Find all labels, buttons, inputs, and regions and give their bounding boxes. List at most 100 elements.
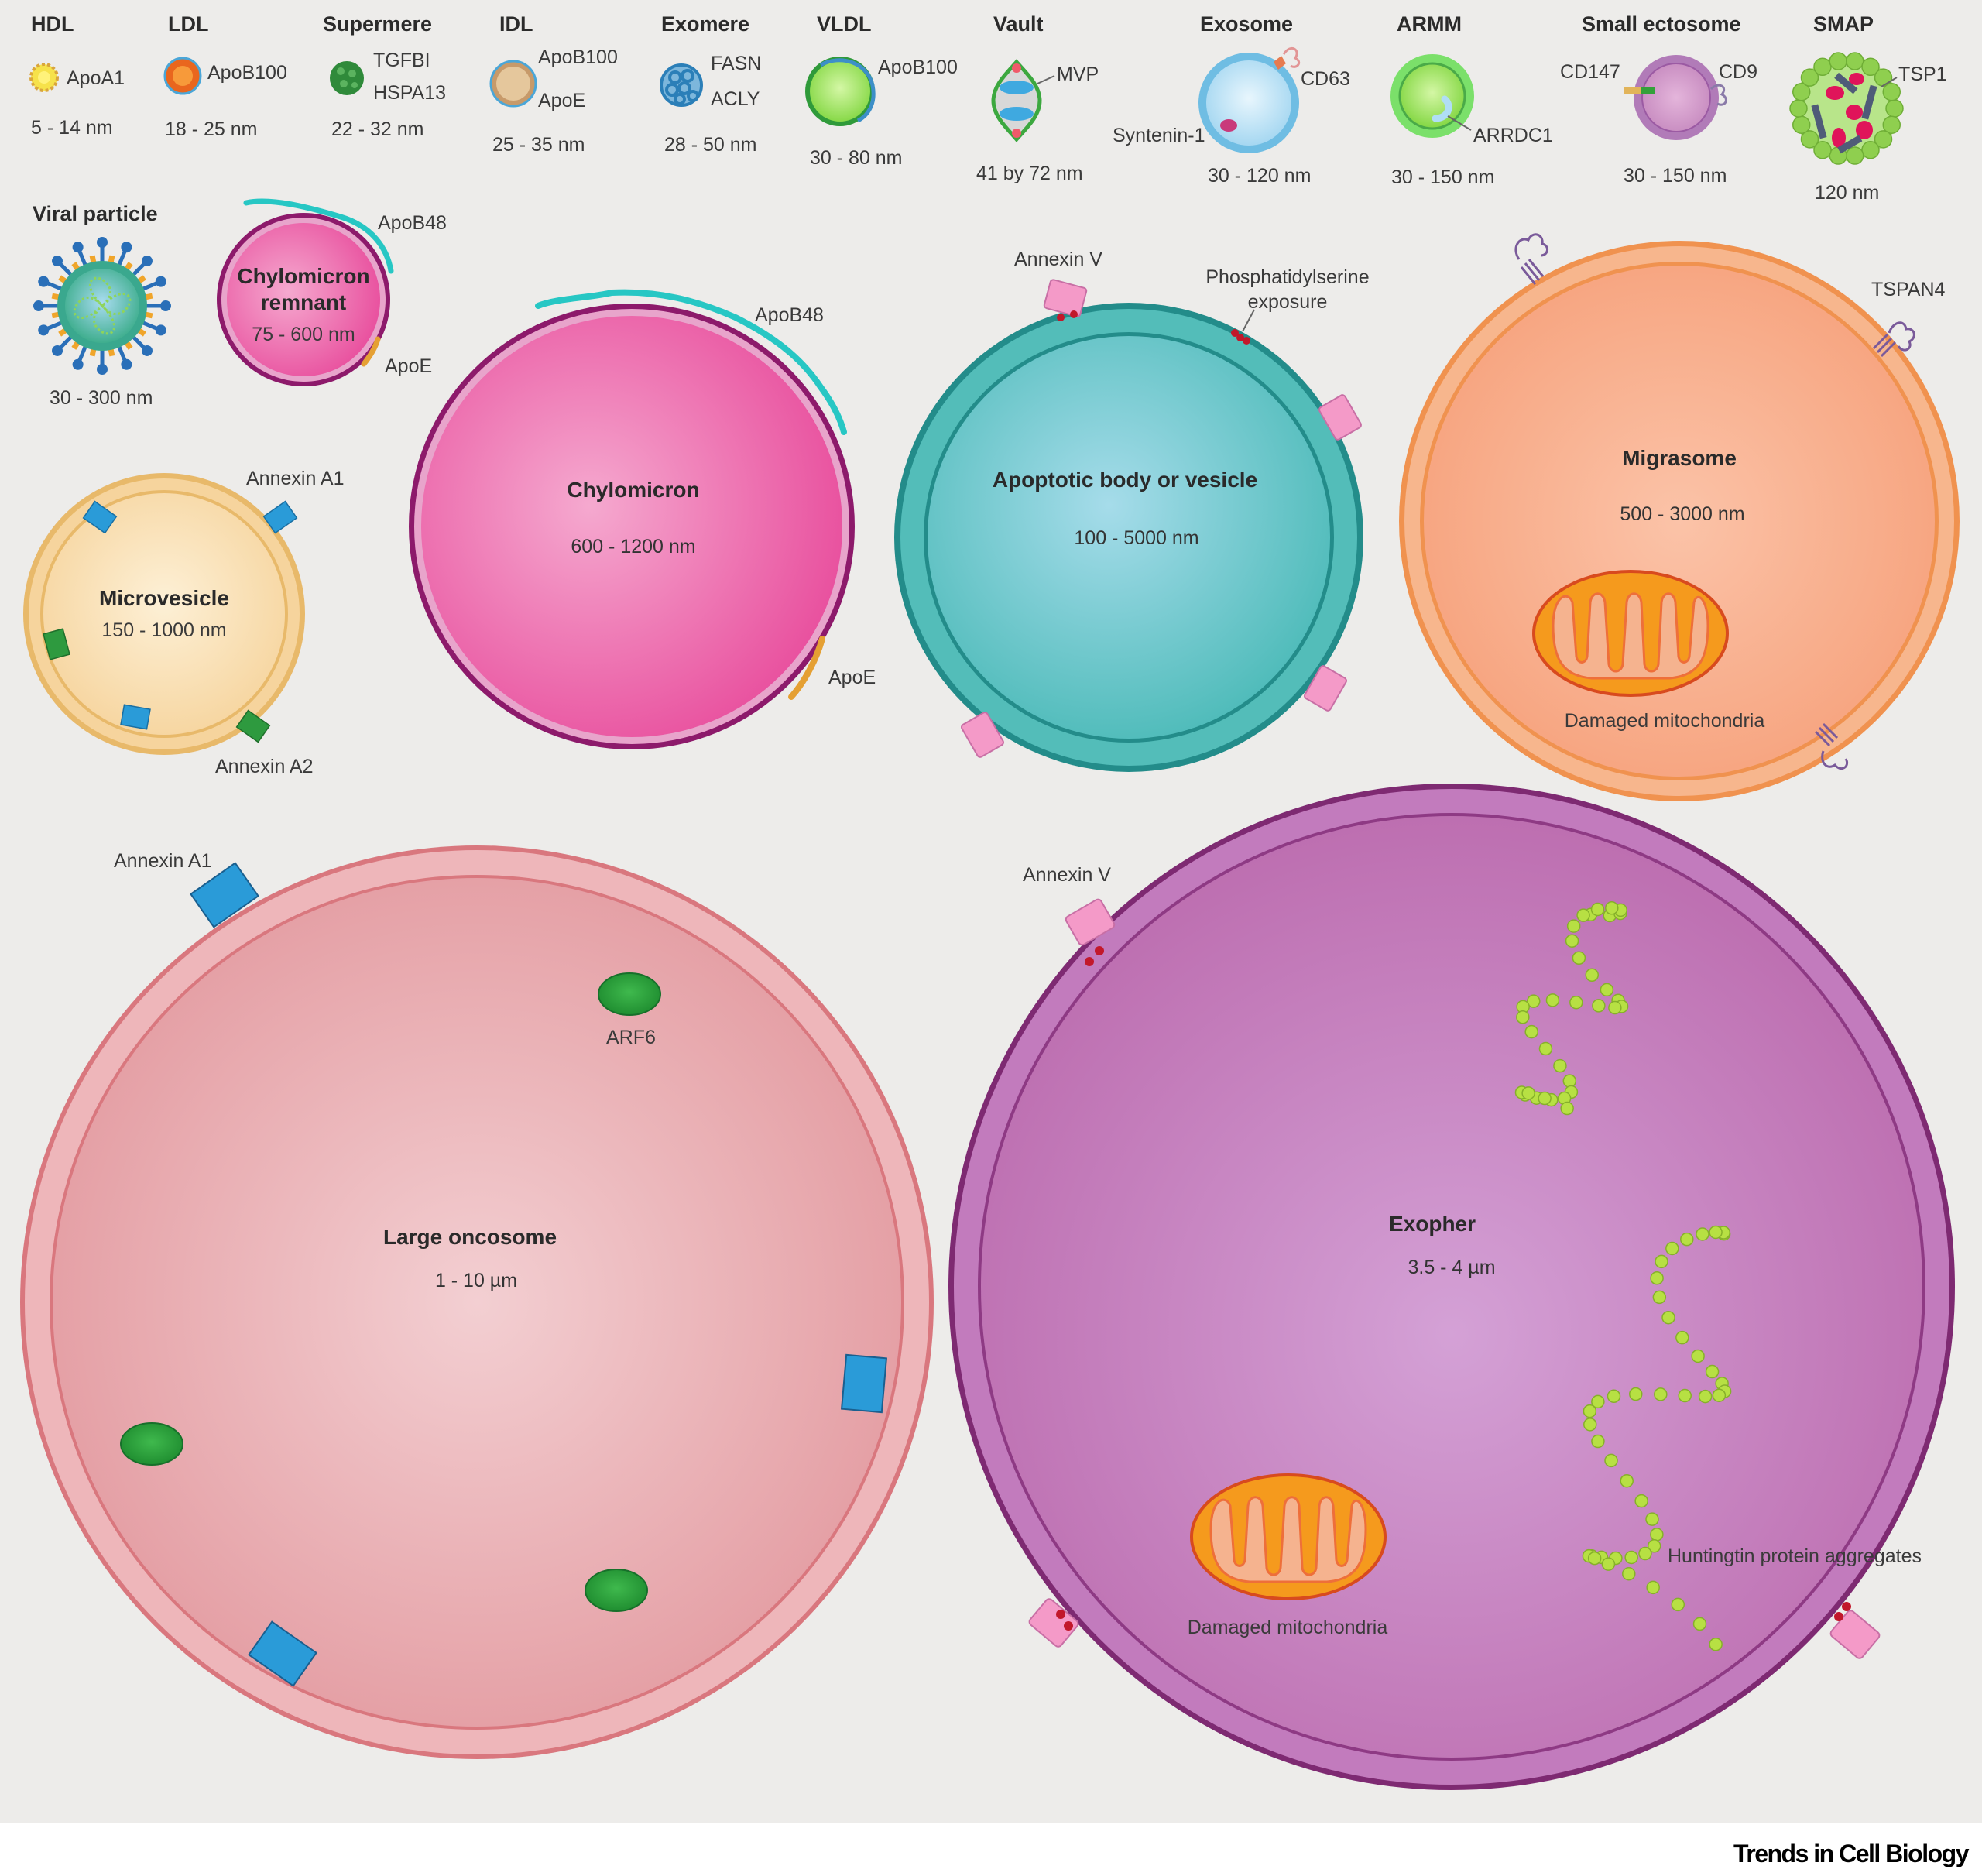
smap-bead-icon (1882, 115, 1901, 134)
huntingtin-bead-icon (1607, 1389, 1621, 1404)
smap-bead-icon (1861, 140, 1880, 159)
huntingtin-bead-icon (1652, 1290, 1667, 1305)
armm-marker: ARRDC1 (1473, 125, 1553, 146)
huntingtin-bead-icon (1538, 1091, 1552, 1106)
huntingtin-bead-icon (1675, 1330, 1689, 1345)
annexin-v-icon (1028, 898, 1881, 1659)
viral-spike-head-icon (52, 345, 63, 356)
exosome-marker-1: CD63 (1301, 68, 1350, 90)
huntingtin-bead-icon (1538, 1041, 1553, 1056)
viral-particle-size: 30 - 300 nm (50, 387, 153, 409)
smap-bead-icon (1800, 130, 1819, 149)
smap-cargo-icon (1811, 72, 1877, 154)
huntingtin-bead-icon (1553, 1058, 1567, 1073)
cd63-loop-icon (1282, 46, 1301, 68)
viral-spike-head-icon (155, 324, 166, 336)
mvp-leader-line (1037, 75, 1055, 84)
damaged-mitochondria-icon (1190, 1473, 1387, 1600)
annexin-v-icon (961, 279, 1362, 758)
huntingtin-bead-icon (1600, 983, 1614, 997)
huntingtin-bead-icon (1572, 951, 1586, 965)
apoptotic-size: 100 - 5000 nm (1074, 527, 1198, 549)
huntingtin-bead-icon (1665, 1241, 1679, 1256)
migrasome-cargo: Damaged mitochondria (1565, 710, 1765, 732)
chylomicron-remnant-marker-1: ApoB48 (378, 212, 447, 234)
huntingtin-bead-icon (1647, 1539, 1661, 1553)
smap-bead-icon (1800, 68, 1819, 87)
exopher-core (981, 816, 1922, 1758)
supermere-marker-2: HSPA13 (373, 82, 446, 104)
huntingtin-bead-icon (1671, 1597, 1685, 1612)
huntingtin-bead-icon (1591, 1394, 1605, 1409)
huntingtin-bead-icon (1661, 1310, 1675, 1325)
hdl-size: 5 - 14 nm (31, 117, 113, 139)
smap-marker: TSP1 (1898, 63, 1947, 85)
chylomicron-remnant-size: 75 - 600 nm (252, 324, 355, 345)
viral-spike-head-icon (121, 242, 132, 253)
exopher-title: Exopher (1389, 1212, 1476, 1236)
viral-spike-head-icon (97, 364, 108, 375)
cd147-icon (1624, 87, 1641, 94)
huntingtin-bead-icon (1545, 993, 1560, 1007)
chylomicron-remnant: Chylomicron remnant 75 - 600 nm ApoB48 A… (217, 198, 447, 386)
smap-bead-icon (1885, 99, 1904, 118)
huntingtin-bead-icon (1601, 1557, 1616, 1571)
chylomicron-core (421, 316, 842, 737)
smap-bead-icon (1846, 52, 1864, 70)
viral-spike-head-icon (141, 256, 153, 267)
apoptotic-marker-1: Annexin V (1014, 249, 1102, 270)
vault-title: Vault (993, 12, 1044, 36)
viral-spike-head-icon (121, 358, 132, 370)
huntingtin-bead-icon (1591, 1434, 1605, 1449)
viral-spike-head-icon (38, 324, 50, 336)
huntingtin-bead-icon (1587, 1551, 1602, 1566)
armm: ARMM ARRDC1 30 - 150 nm (1390, 12, 1553, 188)
exopher-marker: Annexin V (1023, 864, 1111, 886)
ldl-core-icon (173, 66, 193, 86)
smap-bead-icon (1813, 57, 1832, 77)
smap-bead-icon (1882, 83, 1901, 101)
idl-marker-1: ApoB100 (538, 46, 618, 68)
viral-spike-head-icon (38, 276, 50, 287)
cd9-icon (1709, 84, 1727, 106)
smap-bead-icon (1792, 115, 1811, 134)
huntingtin-bead-icon (1655, 1254, 1668, 1269)
exosome-marker-2: Syntenin-1 (1113, 125, 1205, 146)
annexin-a2-icon (43, 628, 271, 743)
huntingtin-bead-icon (1516, 1010, 1530, 1024)
migrasome-title: Migrasome (1622, 446, 1737, 470)
supermere-particle-icon (330, 61, 364, 95)
supermere-title: Supermere (323, 12, 432, 36)
smap: SMAP TSP1 120 nm (1789, 12, 1947, 204)
smap-bead-icon (1789, 99, 1808, 118)
microvesicle-marker-2: Annexin A2 (215, 756, 314, 777)
huntingtin-bead-icon (1624, 1550, 1638, 1565)
huntingtin-bead-icon (1646, 1580, 1660, 1595)
chylomicron-title: Chylomicron (567, 478, 699, 502)
huntingtin-bead-icon (1712, 1388, 1727, 1402)
tsp1-leader-line (1881, 77, 1898, 87)
damaged-mitochondria-icon (1532, 570, 1729, 697)
apoe-icon (788, 636, 825, 700)
exosome: Exosome CD63 Syntenin-1 30 - 120 nm (1113, 12, 1350, 187)
viral-spike-head-icon (97, 237, 108, 248)
exomere-size: 28 - 50 nm (664, 134, 757, 156)
huntingtin-bead-icon (1527, 994, 1541, 1008)
huntingtin-bead-icon (1709, 1225, 1723, 1240)
viral-spike-head-icon (33, 300, 44, 311)
smap-bead-icon (1846, 146, 1864, 165)
apoptotic-body: Apoptotic body or vesicle 100 - 5000 nm … (894, 249, 1370, 772)
huntingtin-bead-icon (1622, 1566, 1636, 1581)
armm-title: ARMM (1397, 12, 1462, 36)
vault-size: 41 by 72 nm (976, 163, 1083, 184)
huntingtin-bead-icon (1576, 908, 1590, 922)
migrasome: Migrasome 500 - 3000 nm TSPAN4 Damaged m… (1399, 233, 1960, 801)
microvesicle-size: 150 - 1000 nm (101, 619, 226, 641)
large-oncosome-title: Large oncosome (383, 1225, 557, 1249)
huntingtin-bead-icon (1650, 1271, 1664, 1285)
apoptotic-marker-2: Phosphatidylserine (1205, 266, 1369, 288)
viral-particle: Viral particle 30 - 300 nm (33, 202, 171, 409)
smap-bead-icon (1813, 140, 1832, 159)
apoptotic-core (928, 336, 1330, 739)
chylomicron: Chylomicron 600 - 1200 nm ApoB48 ApoE (409, 289, 876, 749)
